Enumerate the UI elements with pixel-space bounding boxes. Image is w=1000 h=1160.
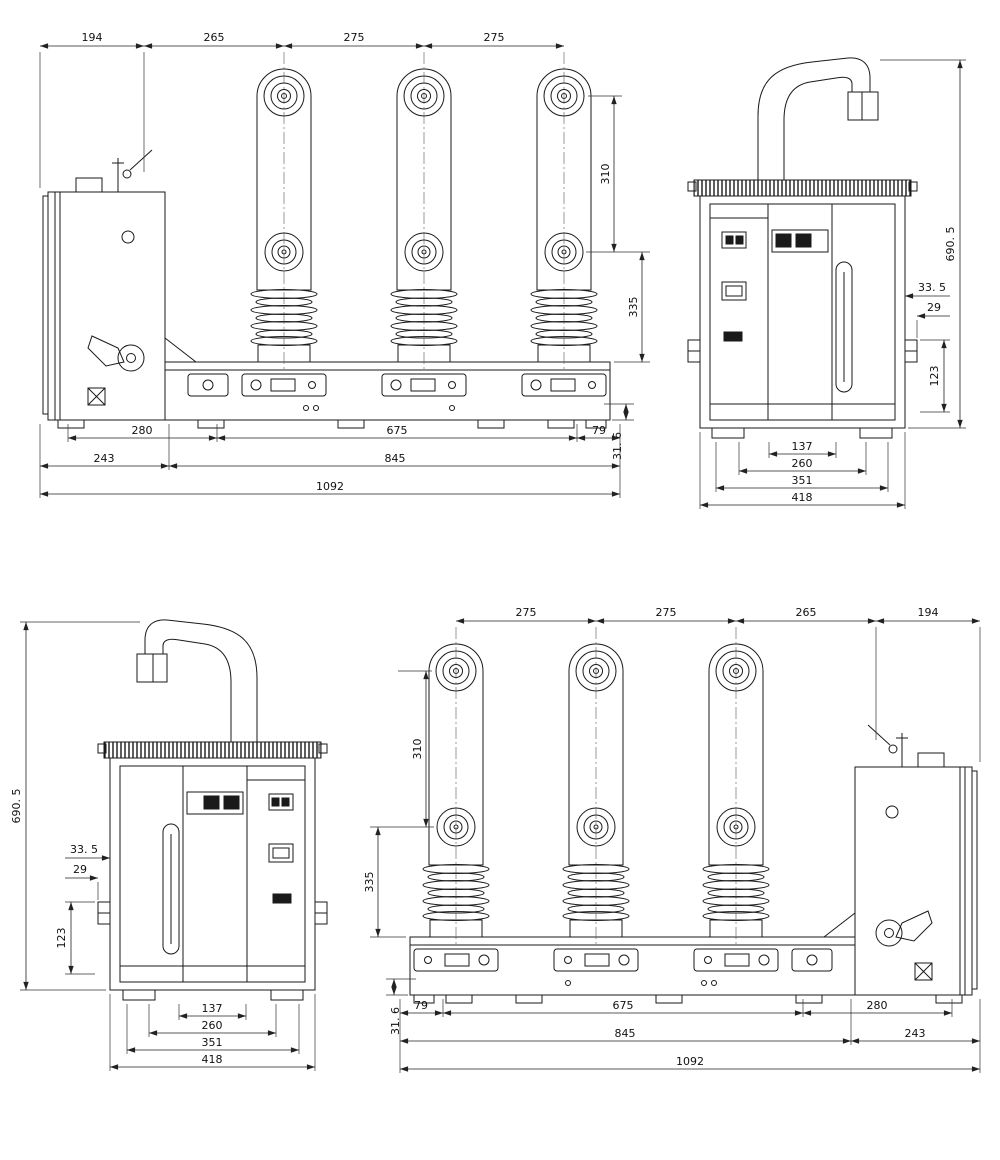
dim-label-418: 418 <box>202 1053 223 1066</box>
left-side-view-dimensions: 690. 5 33. 5 29 123 137 260 351 418 <box>10 621 316 1071</box>
dim-label-33-5: 33. 5 <box>70 843 98 856</box>
rear-view-dimensions: 275 275 265 194 310 335 31. 6 79 675 280… <box>363 606 981 1073</box>
dim-label-335: 335 <box>627 297 640 318</box>
dim-label-194: 194 <box>918 606 939 619</box>
dim-label-123: 123 <box>928 366 941 387</box>
dim-label-137: 137 <box>202 1002 223 1015</box>
dim-label-690-5: 690. 5 <box>944 227 957 262</box>
right-side-view-dimensions: 690. 5 33. 5 29 123 137 260 351 418 <box>699 59 966 509</box>
dim-label-845: 845 <box>385 452 406 465</box>
view-rear-machine <box>410 644 977 1003</box>
dim-label-280: 280 <box>867 999 888 1012</box>
dim-label-275-b: 275 <box>656 606 677 619</box>
dim-label-280: 280 <box>132 424 153 437</box>
dim-label-275-b: 275 <box>484 31 505 44</box>
dim-label-690-5: 690. 5 <box>10 789 23 824</box>
dim-label-335: 335 <box>363 872 376 893</box>
dim-label-1092: 1092 <box>316 480 344 493</box>
dim-label-1092: 1092 <box>676 1055 704 1068</box>
dim-label-675: 675 <box>613 999 634 1012</box>
dim-label-310: 310 <box>411 739 424 760</box>
dim-label-29: 29 <box>73 863 87 876</box>
dim-label-33-5: 33. 5 <box>918 281 946 294</box>
dim-label-265: 265 <box>796 606 817 619</box>
dim-label-675: 675 <box>387 424 408 437</box>
dim-label-260: 260 <box>202 1019 223 1032</box>
dim-label-275-a: 275 <box>516 606 537 619</box>
dim-label-351: 351 <box>202 1036 223 1049</box>
dim-label-845: 845 <box>615 1027 636 1040</box>
dim-label-418: 418 <box>792 491 813 504</box>
dim-label-351: 351 <box>792 474 813 487</box>
dim-label-265: 265 <box>204 31 225 44</box>
dim-label-31-6: 31. 6 <box>611 432 624 460</box>
dim-label-243: 243 <box>94 452 115 465</box>
dim-label-79: 79 <box>592 424 606 437</box>
dim-label-123: 123 <box>55 928 68 949</box>
dim-label-275-a: 275 <box>344 31 365 44</box>
dim-label-194: 194 <box>82 31 103 44</box>
dim-label-29: 29 <box>927 301 941 314</box>
front-view-dimensions: 194 265 275 275 310 335 31. 6 280 675 79… <box>39 31 650 498</box>
view-left-side-machine <box>97 619 328 1001</box>
dim-label-260: 260 <box>792 457 813 470</box>
dim-label-137: 137 <box>792 440 813 453</box>
dim-label-310: 310 <box>599 164 612 185</box>
dim-label-243: 243 <box>905 1027 926 1040</box>
dim-label-79: 79 <box>414 999 428 1012</box>
view-front-machine <box>43 69 610 428</box>
dim-label-31-6: 31. 6 <box>389 1007 402 1035</box>
view-right-side-machine <box>687 57 918 439</box>
